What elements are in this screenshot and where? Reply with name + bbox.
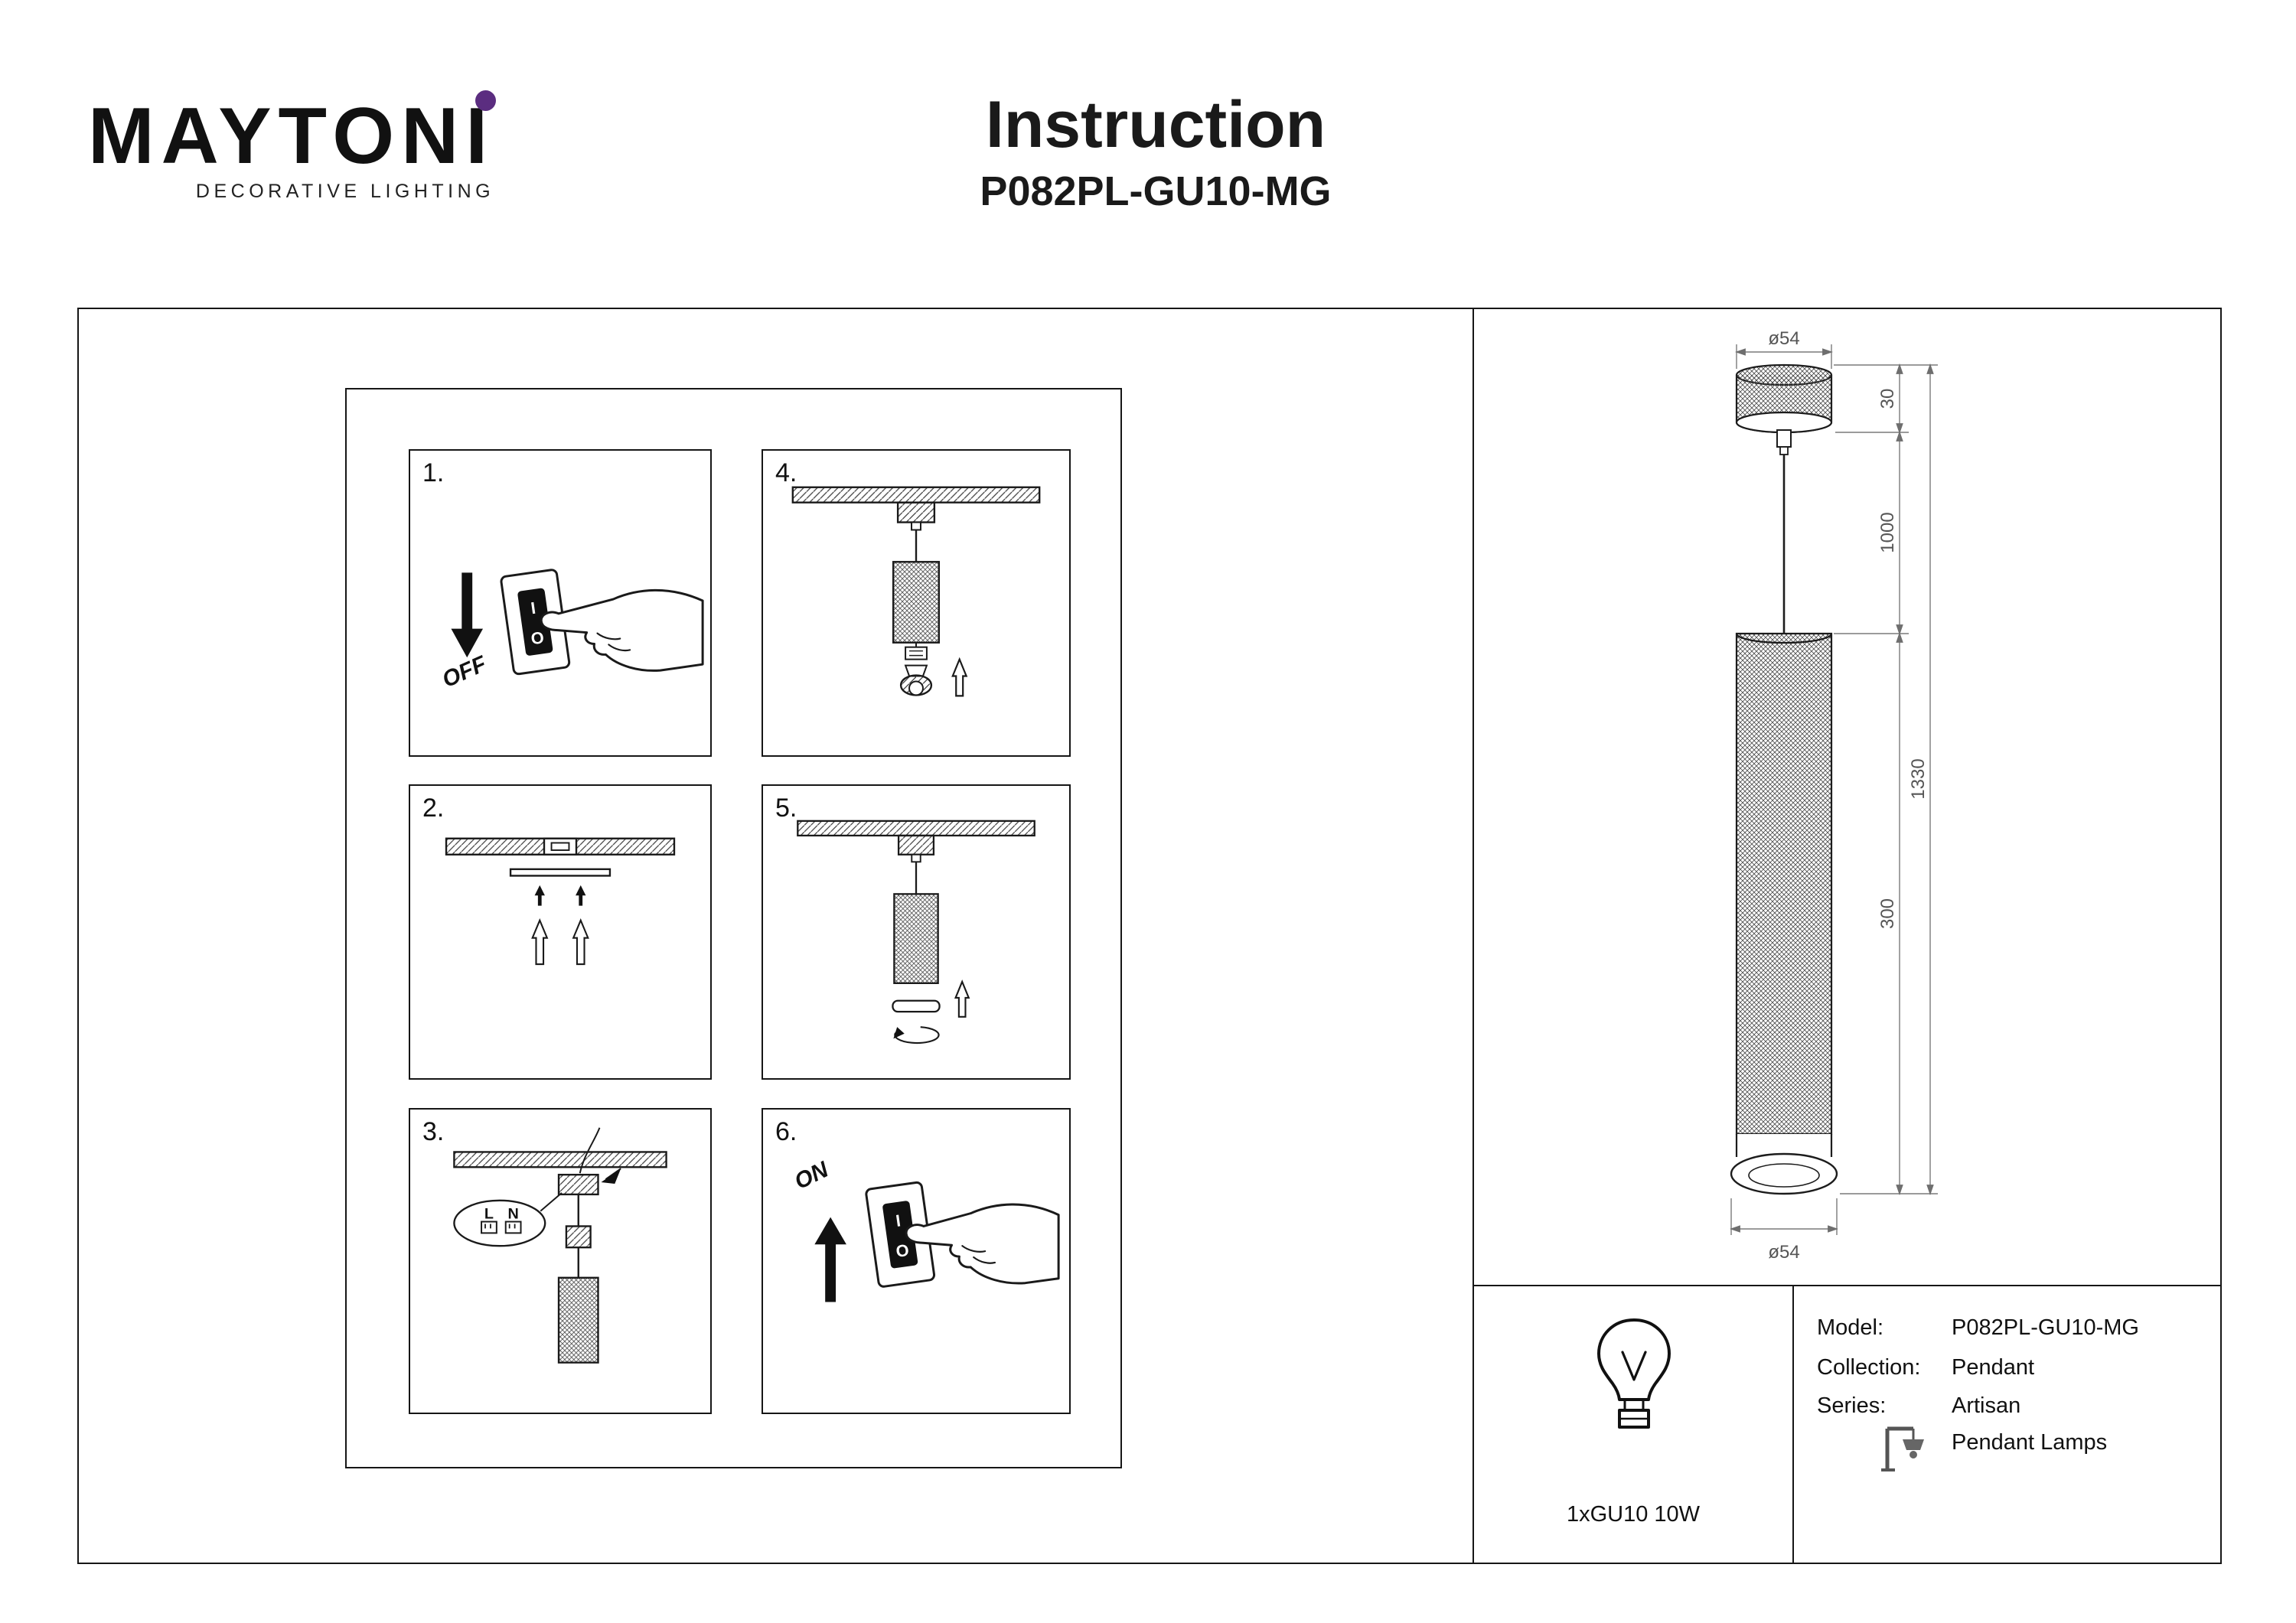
dim-top-diameter: ø54 [1768, 328, 1799, 349]
dim-cord-length: 1000 [1877, 512, 1898, 552]
page-model-number: P082PL-GU10-MG [980, 168, 1332, 214]
step-2-panel: 2. [409, 784, 712, 1080]
ceiling [797, 820, 1035, 837]
dim-total-height: 1330 [1908, 758, 1929, 799]
step-6-number: 6. [775, 1117, 797, 1146]
step-1-panel: 1. OFF I O [409, 449, 712, 757]
brand-block: MAYTONI DECORATIVE LIGHTING [88, 90, 497, 203]
dimension-labels: ø54 ø54 30 1000 300 1330 [1768, 328, 1929, 1263]
switch-on-mark: I [530, 598, 536, 618]
shade [892, 561, 941, 644]
step-2-illustration [445, 837, 676, 966]
wire [579, 1127, 601, 1174]
brand-logo: MAYTONI [88, 92, 495, 181]
collection-label: Collection: [1817, 1355, 1921, 1380]
canopy [557, 1173, 599, 1196]
trim-ring [892, 999, 941, 1013]
step-5-illustration [797, 820, 1035, 1045]
brand-tagline: DECORATIVE LIGHTING [195, 181, 495, 202]
dim-shade-height: 300 [1877, 898, 1898, 929]
socket [905, 646, 928, 660]
step-4-number: 4. [775, 458, 797, 487]
off-label: OFF [439, 651, 491, 693]
bulb-cell: 1xGU10 10W [1474, 1286, 1794, 1563]
shade-body [1735, 632, 1833, 1136]
step-6-illustration: ON I O [791, 1157, 1060, 1302]
ceiling [791, 486, 1041, 504]
arrow-up-icon [954, 979, 970, 1018]
stem [1776, 429, 1792, 448]
screw-icon [576, 885, 586, 906]
hand [540, 588, 704, 672]
step-3-illustration: L N [453, 1127, 667, 1364]
step-1-illustration: OFF I O [439, 569, 704, 693]
mounting-plate [509, 868, 612, 877]
collection-value: Pendant [1952, 1355, 2035, 1380]
canopy [897, 834, 935, 855]
info-cell: Model: P082PL-GU10-MG Collection: Pendan… [1794, 1286, 2220, 1563]
document-header: Instruction P082PL-GU10-MG [773, 87, 1538, 215]
step-6-panel: 6. ON I O [762, 1108, 1071, 1414]
rotate-arrow-icon [894, 1026, 940, 1045]
step-5-number: 5. [775, 794, 797, 823]
ceiling [453, 1151, 667, 1168]
dimension-lines [1729, 344, 1938, 1235]
pendant-lamp-icon [1881, 1426, 1924, 1471]
brand-logo-dot [475, 90, 497, 111]
step-1-number: 1. [422, 458, 445, 487]
arrow-up-icon [951, 657, 968, 697]
series-note: Pendant Lamps [1952, 1430, 2108, 1455]
step-5-panel: 5. [762, 784, 1071, 1080]
series-label: Series: [1817, 1393, 1887, 1418]
step-2-number: 2. [422, 794, 445, 823]
arrow-down-icon [451, 572, 484, 658]
arrow-up-icon [814, 1217, 846, 1302]
model-label: Model: [1817, 1315, 1884, 1340]
step-3-number: 3. [422, 1117, 445, 1146]
series-value: Artisan [1952, 1393, 2021, 1418]
gu10-bulb-icon [1597, 1318, 1671, 1429]
on-label: ON [791, 1157, 833, 1194]
screw-icon [534, 885, 545, 906]
terminal-callout [453, 1199, 546, 1247]
shade [557, 1276, 599, 1364]
hand [905, 1203, 1060, 1285]
lamp-spec-text: 1xGU10 10W [1566, 1502, 1701, 1527]
switch-off-mark: O [530, 627, 545, 648]
model-value: P082PL-GU10-MG [1952, 1315, 2139, 1340]
light-switch: I O [865, 1181, 936, 1288]
dim-canopy-height: 30 [1877, 389, 1898, 409]
dim-bottom-diameter: ø54 [1768, 1242, 1799, 1263]
switch-on-mark: I [895, 1211, 902, 1230]
pointer-arrow-icon [601, 1168, 621, 1185]
pendant-lamp-drawing [1730, 363, 1838, 1195]
shade [893, 893, 939, 984]
arrow-up-icon [531, 917, 549, 966]
spec-box: 1xGU10 10W Model: P082PL-GU10-MG Collect… [1473, 1285, 2222, 1564]
pendant-technical-drawing: ø54 ø54 30 1000 300 1330 [1729, 328, 1938, 1263]
technical-drawing-box: ø54 ø54 30 1000 300 1330 [1473, 308, 2222, 1286]
switch-off-mark: O [895, 1240, 910, 1261]
arrow-up-icon [572, 917, 589, 966]
step-3-panel: 3. L N [409, 1108, 712, 1414]
canopy [896, 501, 936, 523]
terminal-n-label: N [507, 1206, 518, 1223]
page-title: Instruction [985, 88, 1326, 161]
terminal-l-label: L [484, 1206, 494, 1223]
step-4-illustration [791, 486, 1041, 697]
step-4-panel: 4. [762, 449, 1071, 757]
